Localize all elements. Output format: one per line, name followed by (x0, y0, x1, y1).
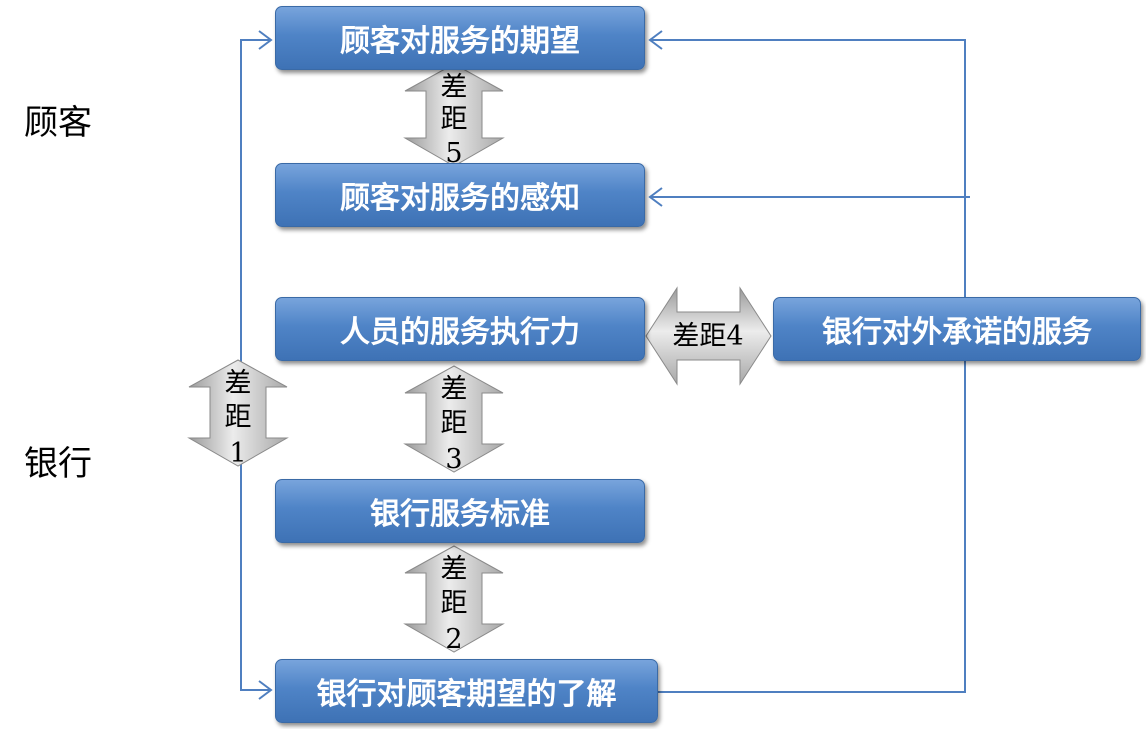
gap2-label-3: 2 (445, 624, 463, 655)
gap3-label-1: 差 (440, 374, 468, 405)
gap1-label-2: 距 (224, 402, 252, 433)
zone-label-customer: 顾客 (24, 103, 92, 143)
gap5-label-2: 距 (440, 104, 468, 135)
gap3-label-2: 距 (440, 408, 468, 439)
gap2-label-1: 差 (440, 554, 468, 585)
box-bank-promise: 银行对外承诺的服务 (773, 297, 1141, 361)
left-feedback-connector (240, 30, 273, 700)
gap1-double-arrow (187, 359, 289, 467)
gap2-label-2: 距 (440, 588, 468, 619)
box-customer-expectation: 顾客对服务的期望 (275, 6, 645, 70)
box-bank-standard: 银行服务标准 (275, 479, 645, 543)
gap1-label-1: 差 (224, 368, 252, 399)
box-customer-perception: 顾客对服务的感知 (275, 163, 645, 227)
gap5-label-3: 5 (445, 138, 463, 169)
box-staff-execution: 人员的服务执行力 (275, 297, 645, 361)
gap4-label: 差距4 (672, 321, 744, 352)
gap5-label-1: 差 (440, 72, 468, 103)
gap3-label-3: 3 (445, 444, 463, 475)
box-bank-understanding: 银行对顾客期望的了解 (275, 659, 658, 723)
gap1-label-3: 1 (229, 438, 247, 469)
gap3-double-arrow (403, 365, 505, 473)
zone-label-bank: 银行 (24, 444, 92, 484)
right-feedback-connector (648, 30, 970, 693)
gap4-double-arrow (645, 286, 772, 386)
gap2-double-arrow (403, 545, 505, 653)
